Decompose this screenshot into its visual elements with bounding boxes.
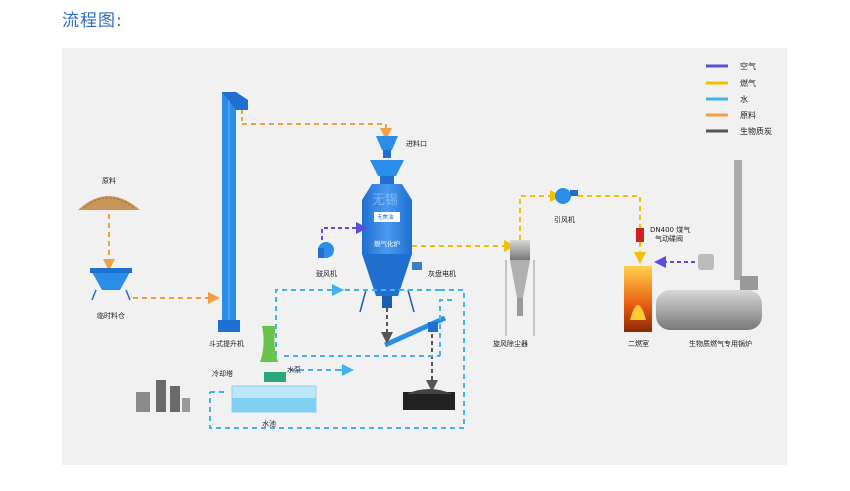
blower-label: 鼓风机 <box>316 269 337 278</box>
secondary-chamber-label: 二燃室 <box>628 339 649 348</box>
induced-fan: 引风机 <box>554 188 578 224</box>
legend-label: 原料 <box>740 110 756 120</box>
legend-label: 燃气 <box>740 78 756 88</box>
gas-cylinders <box>136 380 190 412</box>
water-pool-label: 水池 <box>262 419 276 428</box>
bucket-elevator: 斗式提升机 <box>209 92 248 348</box>
legend: 空气 燃气 水 原料 生物质炭 <box>706 61 772 136</box>
water-loop <box>209 289 465 429</box>
water-pump-label: 水泵 <box>287 365 301 374</box>
svg-text:气动碟阀: 气动碟阀 <box>655 234 683 243</box>
cyclone-label: 旋风除尘器 <box>493 339 528 348</box>
induced-fan-label: 引风机 <box>554 215 575 224</box>
temp-hopper-label: 临时料仓 <box>97 311 125 320</box>
cyclone: 旋风除尘器 <box>493 240 535 348</box>
secondary-chamber: 二燃室 <box>624 266 652 348</box>
temp-hopper: 临时料仓 <box>90 268 132 320</box>
legend-label: 水 <box>740 94 748 104</box>
no-tar-label: 无焦油 <box>377 213 394 221</box>
flow-gas-to-fan <box>519 190 562 240</box>
boiler-label: 生物质燃气专用锅炉 <box>689 339 752 348</box>
feed-inlet-label: 进料口 <box>406 139 427 148</box>
legend-item-water: 水 <box>706 94 748 104</box>
gas-valve: DN400 煤气 气动碟阀 <box>636 225 690 243</box>
raw-material-pile: 原料 <box>78 176 140 210</box>
watermark: 无锡 <box>372 193 398 208</box>
gasifier: 进料口 无焦油 无锡 燃气化炉 <box>359 136 427 313</box>
char-conveyor <box>383 315 447 348</box>
legend-item-raw: 原料 <box>706 110 756 120</box>
cooling-tower-label: 冷却塔 <box>212 369 233 378</box>
page-title: 流程图: <box>62 11 123 31</box>
bucket-elevator-label: 斗式提升机 <box>209 339 244 348</box>
gasifier-label: 燃气化炉 <box>374 239 401 248</box>
water-pool: 水池 <box>231 385 317 428</box>
legend-item-air: 空气 <box>706 61 756 71</box>
blower: 鼓风机 <box>316 242 337 278</box>
flow-elevator-to-feed <box>242 123 392 140</box>
svg-text:DN400 煤气: DN400 煤气 <box>650 225 690 234</box>
legend-item-gas: 燃气 <box>706 78 756 88</box>
raw-material-label: 原料 <box>102 176 116 185</box>
ash-motor <box>412 262 422 270</box>
ash-motor-label: 灰盘电机 <box>428 269 456 278</box>
char-bin <box>403 389 455 410</box>
flow-air-to-gasifier <box>321 222 368 240</box>
water-pump: 水泵 <box>264 365 301 382</box>
cooling-tower: 冷却塔 <box>212 326 278 378</box>
legend-label: 生物质炭 <box>740 126 772 136</box>
flow-gas-to-chamber <box>578 195 646 264</box>
legend-item-char: 生物质炭 <box>706 126 772 136</box>
boiler: 生物质燃气专用锅炉 <box>656 160 762 348</box>
legend-label: 空气 <box>740 61 756 71</box>
